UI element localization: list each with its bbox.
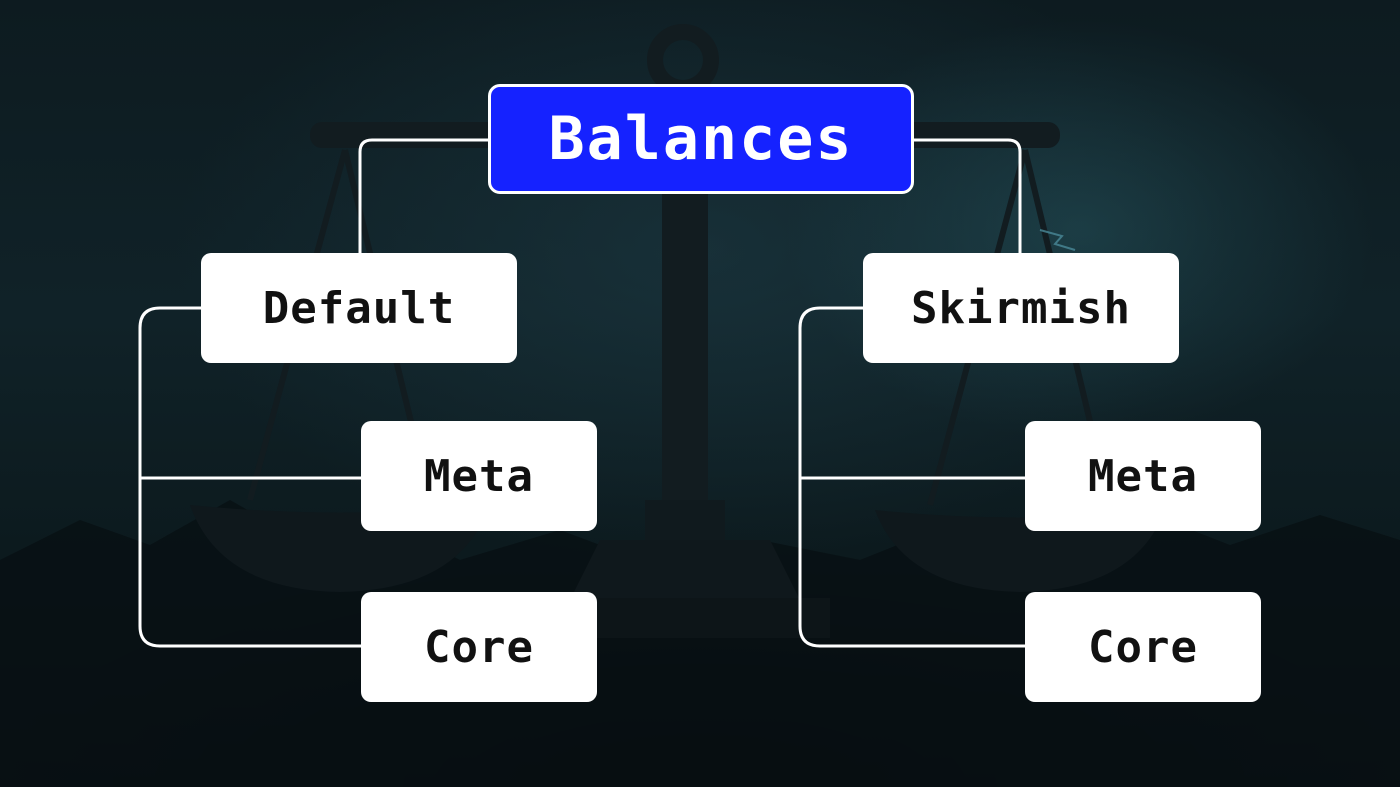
leaf-node-skirmish-meta: Meta: [1025, 421, 1261, 531]
branch-node-skirmish: Skirmish: [863, 253, 1179, 363]
branch-node-default: Default: [201, 253, 517, 363]
leaf-node-skirmish-core: Core: [1025, 592, 1261, 702]
leaf-node-default-meta: Meta: [361, 421, 597, 531]
leaf-node-default-core: Core: [361, 592, 597, 702]
connector-default-children: [138, 306, 362, 648]
connector-title-skirmish: [912, 138, 1022, 254]
connector-title-default: [358, 138, 490, 254]
connector-skirmish-children: [798, 306, 1026, 648]
root-node-balances: Balances: [488, 84, 914, 194]
